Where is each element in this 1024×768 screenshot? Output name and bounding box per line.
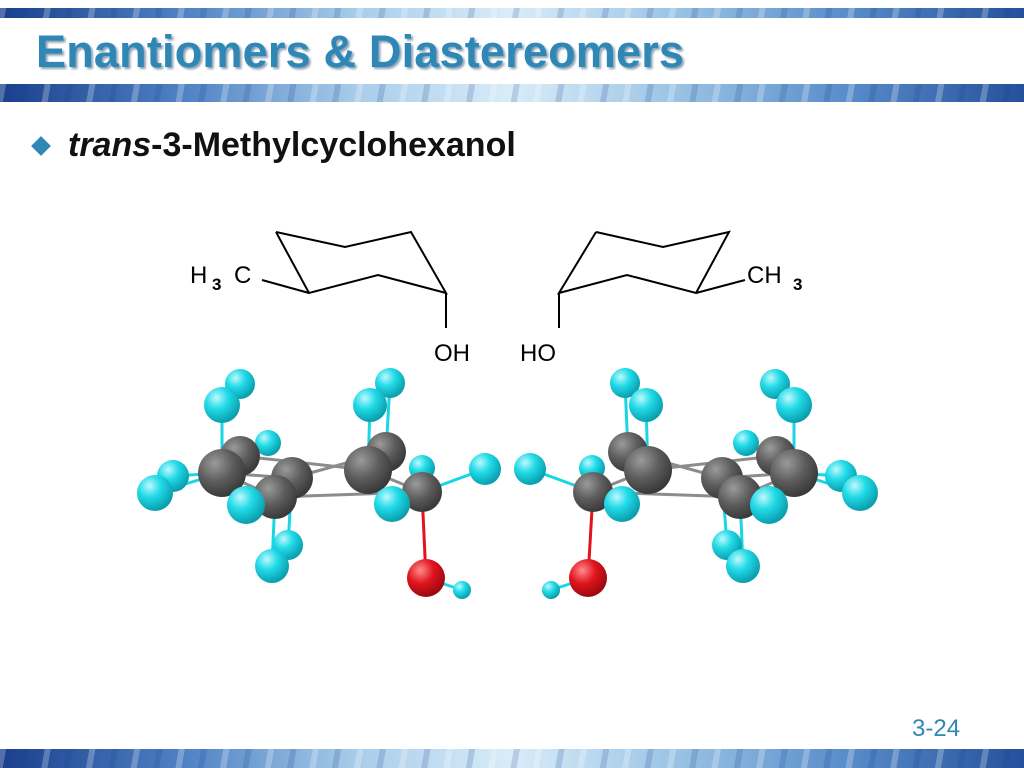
bullet-italic-text: trans xyxy=(68,126,152,164)
left-chair-structure xyxy=(261,230,449,328)
bottom-decorative-band xyxy=(0,749,1024,768)
hydrogen-atom xyxy=(776,387,812,423)
left-methyl-c: C xyxy=(234,262,251,289)
hydrogen-atom xyxy=(255,549,289,583)
carbon-atom xyxy=(770,449,818,497)
left-methyl-label: H 3 C xyxy=(190,262,251,294)
hydrogen-atom xyxy=(374,486,410,522)
top-decorative-band xyxy=(0,8,1024,18)
left-methyl-sub: 3 xyxy=(212,275,221,294)
hydrogen-atom xyxy=(610,368,640,398)
right-methyl-bond xyxy=(695,279,746,294)
hydrogen-atom xyxy=(453,581,471,599)
hydrogen-atom xyxy=(353,388,387,422)
hydrogen-atom xyxy=(255,430,281,456)
right-model-atoms xyxy=(514,368,878,599)
right-chair-structure xyxy=(556,230,746,328)
hydrogen-atom xyxy=(842,475,878,511)
right-ball-stick-model xyxy=(514,368,878,599)
right-ring-bonds xyxy=(556,230,731,295)
hydrogen-atom xyxy=(750,486,788,524)
hydrogen-atom xyxy=(542,581,560,599)
hydrogen-atom xyxy=(204,387,240,423)
title-decorative-band xyxy=(0,84,1024,102)
hydrogen-atom xyxy=(469,453,501,485)
carbon-atom xyxy=(402,472,442,512)
right-methyl-label: CH 3 xyxy=(747,262,802,294)
bullet-text: trans-3-Methylcyclohexanol xyxy=(68,126,516,165)
hydrogen-atom xyxy=(726,549,760,583)
left-methyl-h: H xyxy=(190,262,207,289)
carbon-atom xyxy=(573,472,613,512)
carbon-atom xyxy=(198,449,246,497)
oxygen-atom xyxy=(569,559,607,597)
carbon-atom xyxy=(624,446,672,494)
slide-title: Enantiomers & Diastereomers xyxy=(36,26,685,77)
right-methyl-ch: CH xyxy=(747,262,782,289)
left-ball-stick-model xyxy=(137,368,501,599)
hydrogen-atom xyxy=(137,475,173,511)
carbon-atom xyxy=(344,446,392,494)
right-ho-label: HO xyxy=(520,340,556,367)
bullet-item: trans-3-Methylcyclohexanol xyxy=(28,126,516,165)
left-methyl-bond xyxy=(261,279,310,294)
left-model-atoms xyxy=(137,368,501,599)
hydrogen-atom xyxy=(629,388,663,422)
hydrogen-atom xyxy=(227,486,265,524)
hydrogen-atom xyxy=(604,486,640,522)
oxygen-atom xyxy=(407,559,445,597)
left-oh-label: OH xyxy=(434,340,470,367)
left-ring-bonds xyxy=(275,230,449,295)
bullet-rest-text: -3-Methylcyclohexanol xyxy=(151,126,516,164)
page-number: 3-24 xyxy=(912,715,961,742)
right-methyl-sub: 3 xyxy=(793,275,802,294)
hydrogen-atom xyxy=(375,368,405,398)
hydrogen-atom xyxy=(733,430,759,456)
hydrogen-atom xyxy=(514,453,546,485)
